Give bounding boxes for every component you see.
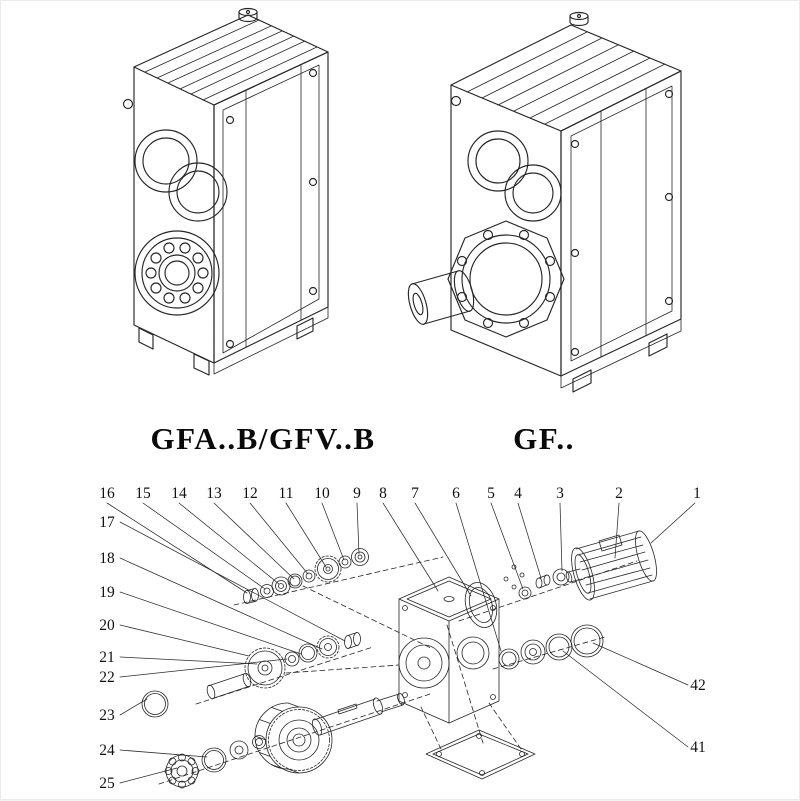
part-number-8: 8 (379, 485, 387, 502)
part-number-21: 21 (99, 649, 115, 666)
motor-drawing (565, 530, 657, 601)
gearbox-shaft-mounted-drawing (122, 7, 329, 376)
part-number-16: 16 (99, 485, 115, 502)
part-numbers-right: 42 41 (690, 677, 706, 756)
part-numbers-top: 16 15 14 13 12 11 10 9 8 7 6 5 4 3 2 1 (99, 485, 701, 502)
part-number-1: 1 (693, 485, 701, 502)
seal-ring-set (498, 624, 604, 670)
part-number-3: 3 (556, 485, 564, 502)
output-shaft-exploded (311, 692, 405, 736)
filler-plug (569, 11, 589, 27)
part-number-22: 22 (99, 669, 115, 686)
part-number-4: 4 (514, 485, 522, 502)
part-number-41: 41 (690, 739, 706, 756)
part-number-24: 24 (99, 742, 115, 759)
retaining-ring (141, 690, 169, 718)
part-number-25: 25 (99, 775, 115, 792)
part-number-11: 11 (279, 485, 294, 502)
part-number-15: 15 (135, 485, 151, 502)
part-number-42: 42 (690, 677, 706, 694)
part-number-14: 14 (171, 485, 187, 502)
part-number-19: 19 (99, 584, 115, 601)
part-number-18: 18 (99, 550, 115, 567)
part-number-5: 5 (487, 485, 495, 502)
gearbox-flange-drawing (407, 11, 682, 393)
part-number-17: 17 (99, 514, 115, 531)
input-shaft-parts (243, 548, 369, 604)
gear-housing (398, 576, 500, 724)
part-number-12: 12 (242, 485, 258, 502)
bottom-cover-plate (420, 702, 536, 780)
part-number-20: 20 (99, 617, 115, 634)
part-number-10: 10 (314, 485, 330, 502)
intermediate-gear-parts (206, 632, 361, 700)
model-label-left: GFA..B/GFV..B (150, 421, 375, 456)
exploded-view-diagram: 16 15 14 13 12 11 10 9 8 7 6 5 4 3 2 1 1… (99, 485, 706, 792)
part-number-6: 6 (452, 485, 460, 502)
model-label-right: GF.. (513, 421, 575, 456)
part-numbers-left: 17 18 19 20 21 22 23 24 25 (99, 514, 115, 792)
part-number-23: 23 (99, 707, 115, 724)
part-number-13: 13 (206, 485, 222, 502)
part-number-7: 7 (411, 485, 419, 502)
gasket-and-fasteners (464, 564, 570, 628)
part-number-2: 2 (615, 485, 623, 502)
leader-lines (106, 502, 696, 784)
output-flange (447, 220, 565, 338)
output-gear (254, 702, 333, 774)
output-shaft (407, 270, 475, 325)
assembly-axis-lines (158, 556, 638, 785)
hollow-shaft-bearing (134, 230, 220, 316)
part-number-9: 9 (353, 485, 361, 502)
output-bearing-set (164, 735, 266, 789)
